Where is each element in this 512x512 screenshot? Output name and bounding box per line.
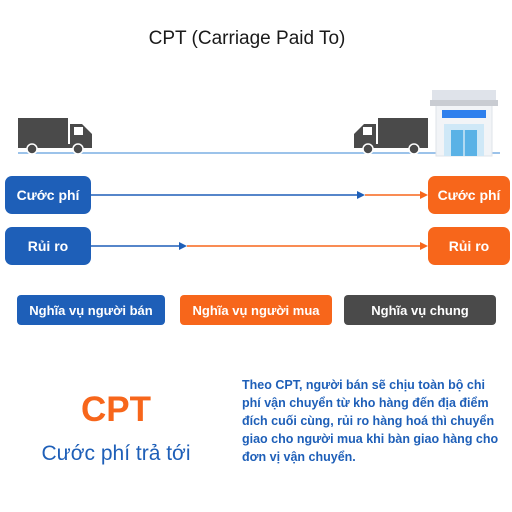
risk-seller-box: Rủi ro bbox=[5, 227, 91, 265]
arrow-icon bbox=[420, 191, 428, 199]
cost-buyer-box: Cước phí bbox=[428, 176, 510, 214]
term-abbreviation: CPT bbox=[81, 390, 151, 429]
legend-seller: Nghĩa vụ người bán bbox=[17, 295, 165, 325]
arrow-icon bbox=[420, 242, 428, 250]
arrow-icon bbox=[357, 191, 365, 199]
legend-shared: Nghĩa vụ chung bbox=[344, 295, 496, 325]
truck-icon bbox=[18, 118, 92, 155]
diagram-title: CPT (Carriage Paid To) bbox=[148, 28, 346, 49]
term-description: Theo CPT, người bán sẽ chịu toàn bộ chi … bbox=[242, 378, 499, 464]
term-meaning: Cước phí trả tới bbox=[41, 442, 191, 465]
arrow-icon bbox=[179, 242, 187, 250]
risk-buyer-box: Rủi ro bbox=[428, 227, 510, 265]
legend-buyer: Nghĩa vụ người mua bbox=[180, 295, 332, 325]
truck-icon bbox=[354, 118, 428, 155]
warehouse-icon bbox=[430, 90, 498, 157]
cost-seller-box: Cước phí bbox=[5, 176, 91, 214]
